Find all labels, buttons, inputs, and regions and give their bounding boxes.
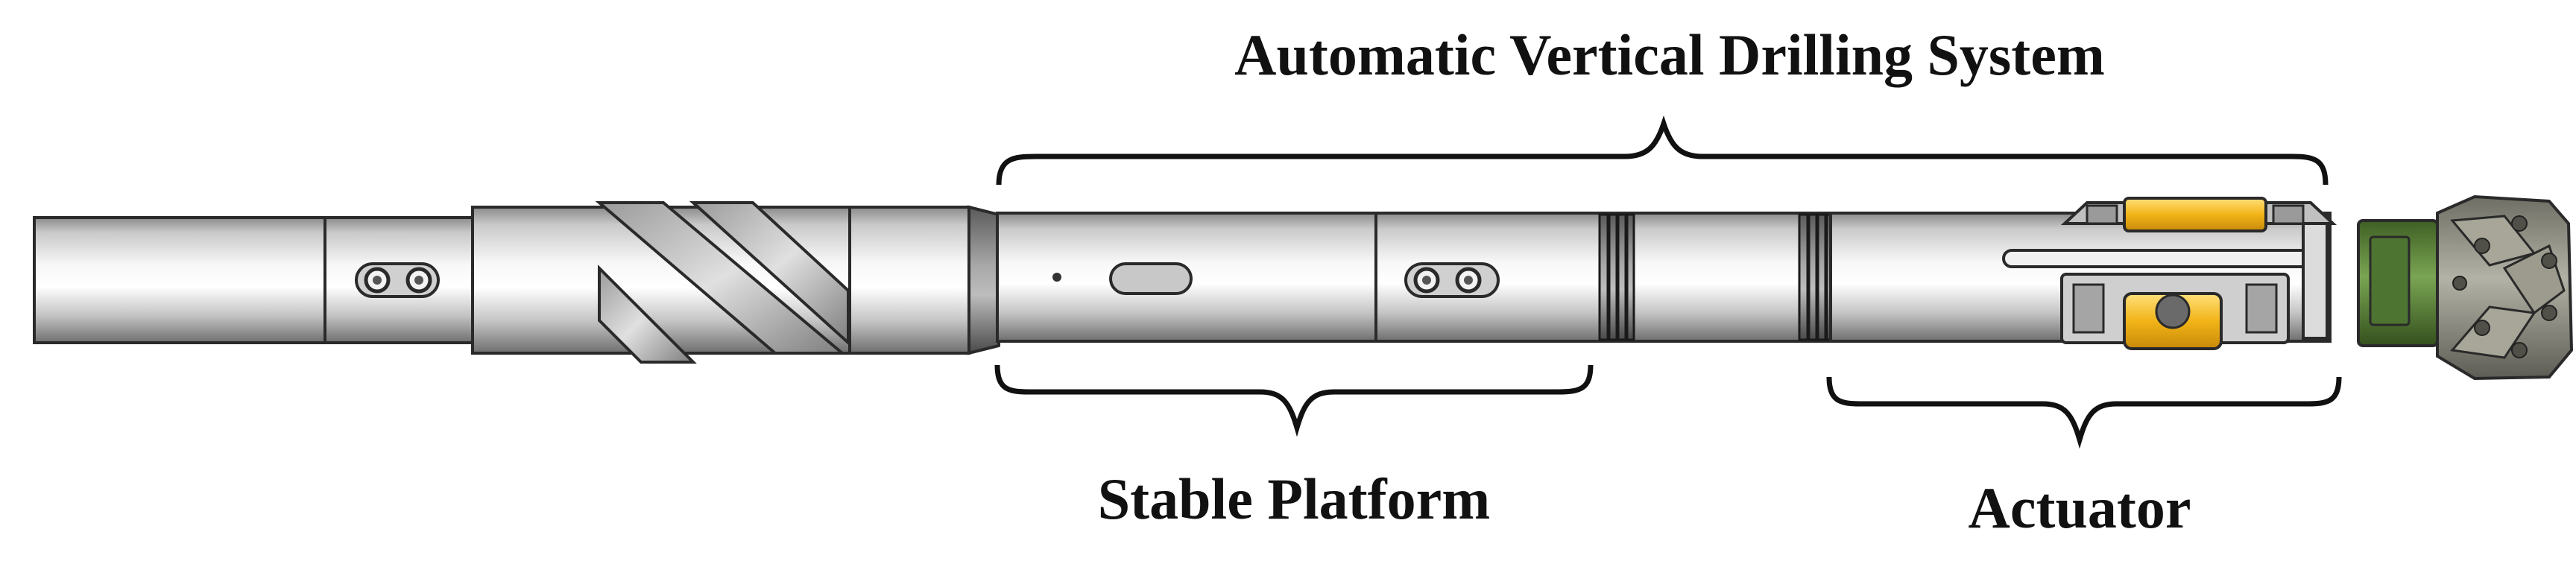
platform-slot: [1109, 262, 1193, 295]
system-label: Automatic Vertical Drilling System: [1234, 22, 2105, 87]
threaded-joint-lower: [1798, 213, 1832, 341]
platform-sensor-port: [1052, 273, 1061, 282]
bit-sub: [2357, 219, 2439, 347]
pipe-bolt-pair-left: [355, 262, 440, 298]
actuator-label: Actuator: [1969, 475, 2191, 540]
actuator-top-pad: [2060, 197, 2337, 232]
actuator-side-pocket: [2060, 273, 2290, 350]
platform-bolt-pair: [1404, 262, 1500, 298]
spiral-stabilizer: [471, 201, 1000, 364]
system-brace: [996, 115, 2329, 186]
stable-platform-brace: [994, 364, 1594, 437]
pdc-drill-bit: [2436, 194, 2574, 381]
stable-platform-label: Stable Platform: [1098, 466, 1490, 531]
actuator-brace: [1826, 376, 2342, 449]
threaded-joint-upper: [1598, 213, 1635, 341]
